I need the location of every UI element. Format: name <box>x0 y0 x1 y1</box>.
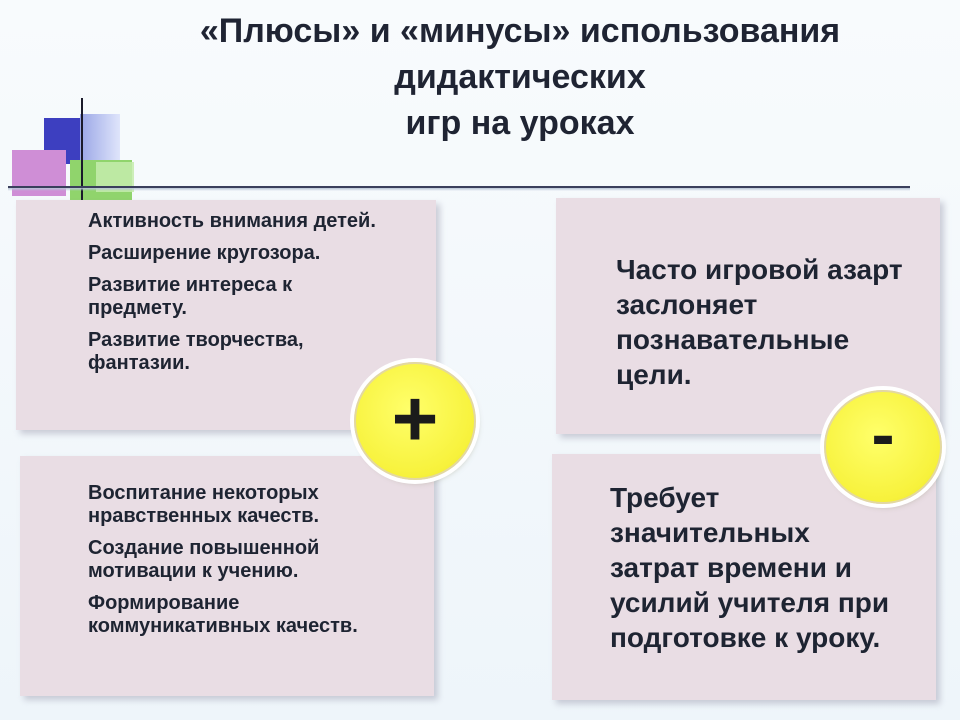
cons-text-top: Часто игровой азарт заслоняет познавател… <box>616 254 903 390</box>
list-item: Развитие творчества, фантазии. <box>88 329 304 374</box>
minus-circle: - <box>824 390 942 504</box>
title-underline <box>8 186 910 188</box>
pros-list-bottom: Воспитание некоторых нравственных качест… <box>88 482 408 647</box>
plus-circle: + <box>354 362 476 480</box>
pros-panel-bottom <box>20 456 434 696</box>
title-underline-shadow <box>8 188 910 191</box>
list-item: Расширение кругозора. <box>88 242 321 264</box>
slide-title: «Плюсы» и «минусы» использования дидакти… <box>80 8 960 146</box>
title-line-2: дидактических <box>394 58 646 96</box>
title-line-1: «Плюсы» и «минусы» использования <box>199 12 841 50</box>
pros-list-top: Активность внимания детей. Расширение кр… <box>88 210 388 384</box>
cons-text-bottom: Требует значительных затрат времени и ус… <box>610 482 890 653</box>
list-item: Воспитание некоторых нравственных качест… <box>88 482 320 527</box>
list-item: Создание повышенной мотивации к учению. <box>88 537 320 582</box>
list-item: Формирование коммуникативных качеств. <box>88 592 358 637</box>
list-item: Активность внимания детей. <box>88 210 376 232</box>
list-item: Развитие интереса к предмету. <box>88 274 293 319</box>
title-line-3: игр на уроках <box>405 104 635 142</box>
decor-vertical-line <box>81 98 83 206</box>
